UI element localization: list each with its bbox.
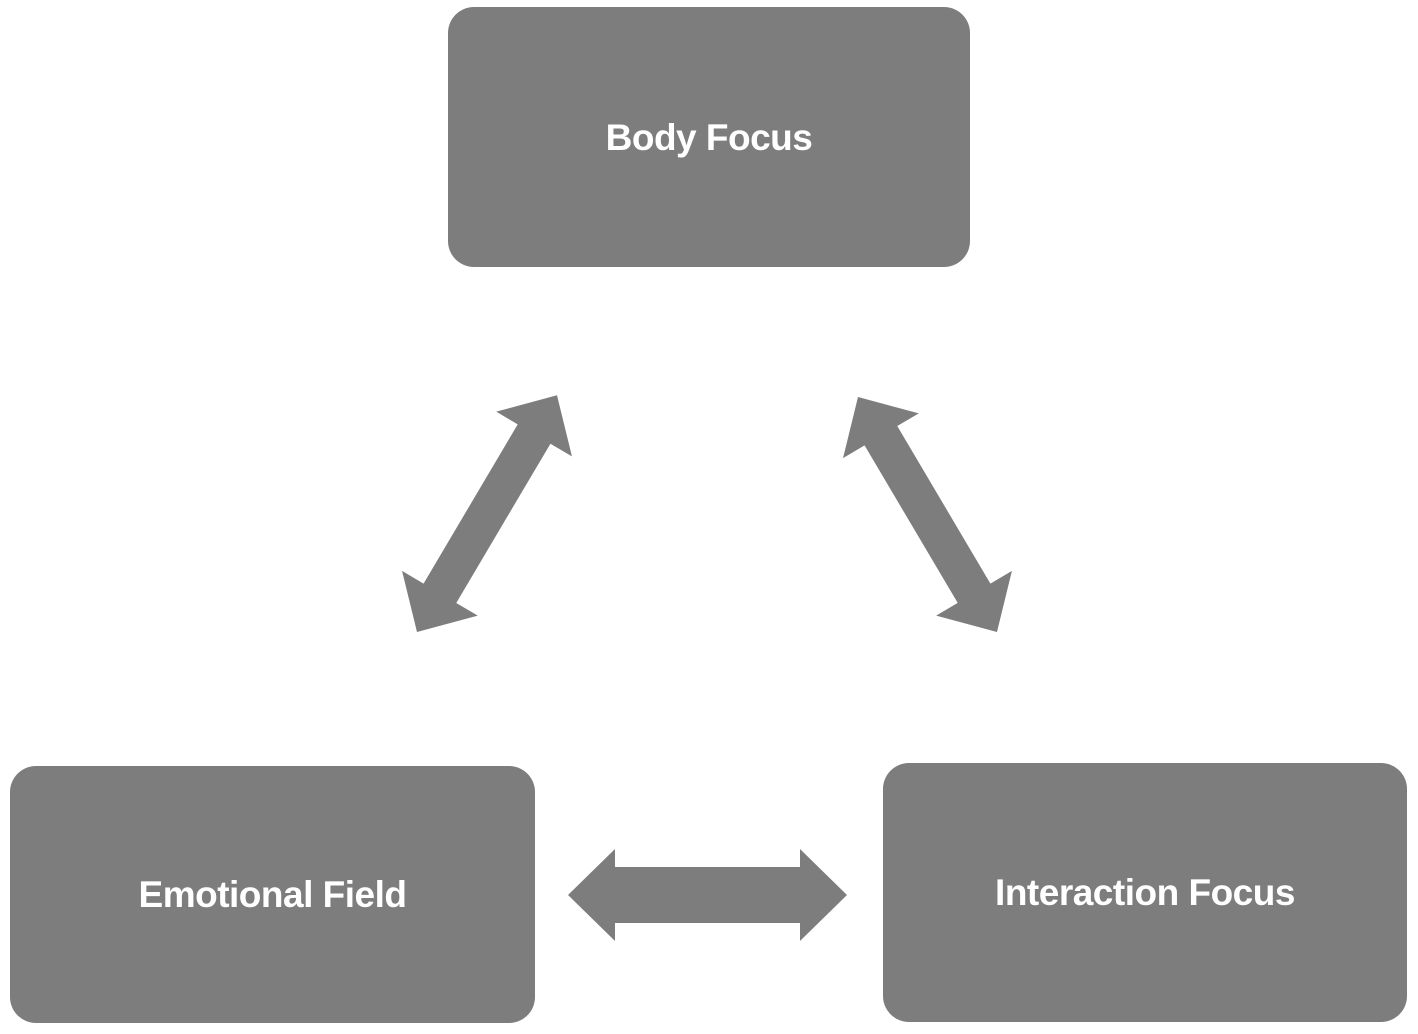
node-body-focus: Body Focus: [448, 7, 970, 267]
node-interaction-focus-label: Interaction Focus: [995, 872, 1295, 913]
node-emotional-field-label: Emotional Field: [138, 874, 407, 915]
node-body-focus-label: Body Focus: [605, 116, 813, 158]
node-emotional-field: Emotional Field: [10, 766, 535, 1023]
double-arrow-body-interaction-icon: [843, 397, 1012, 632]
double-arrow-body-emotional-icon: [402, 395, 572, 632]
node-interaction-focus: Interaction Focus: [883, 763, 1407, 1022]
double-arrow-emotional-interaction-icon: [568, 849, 847, 941]
